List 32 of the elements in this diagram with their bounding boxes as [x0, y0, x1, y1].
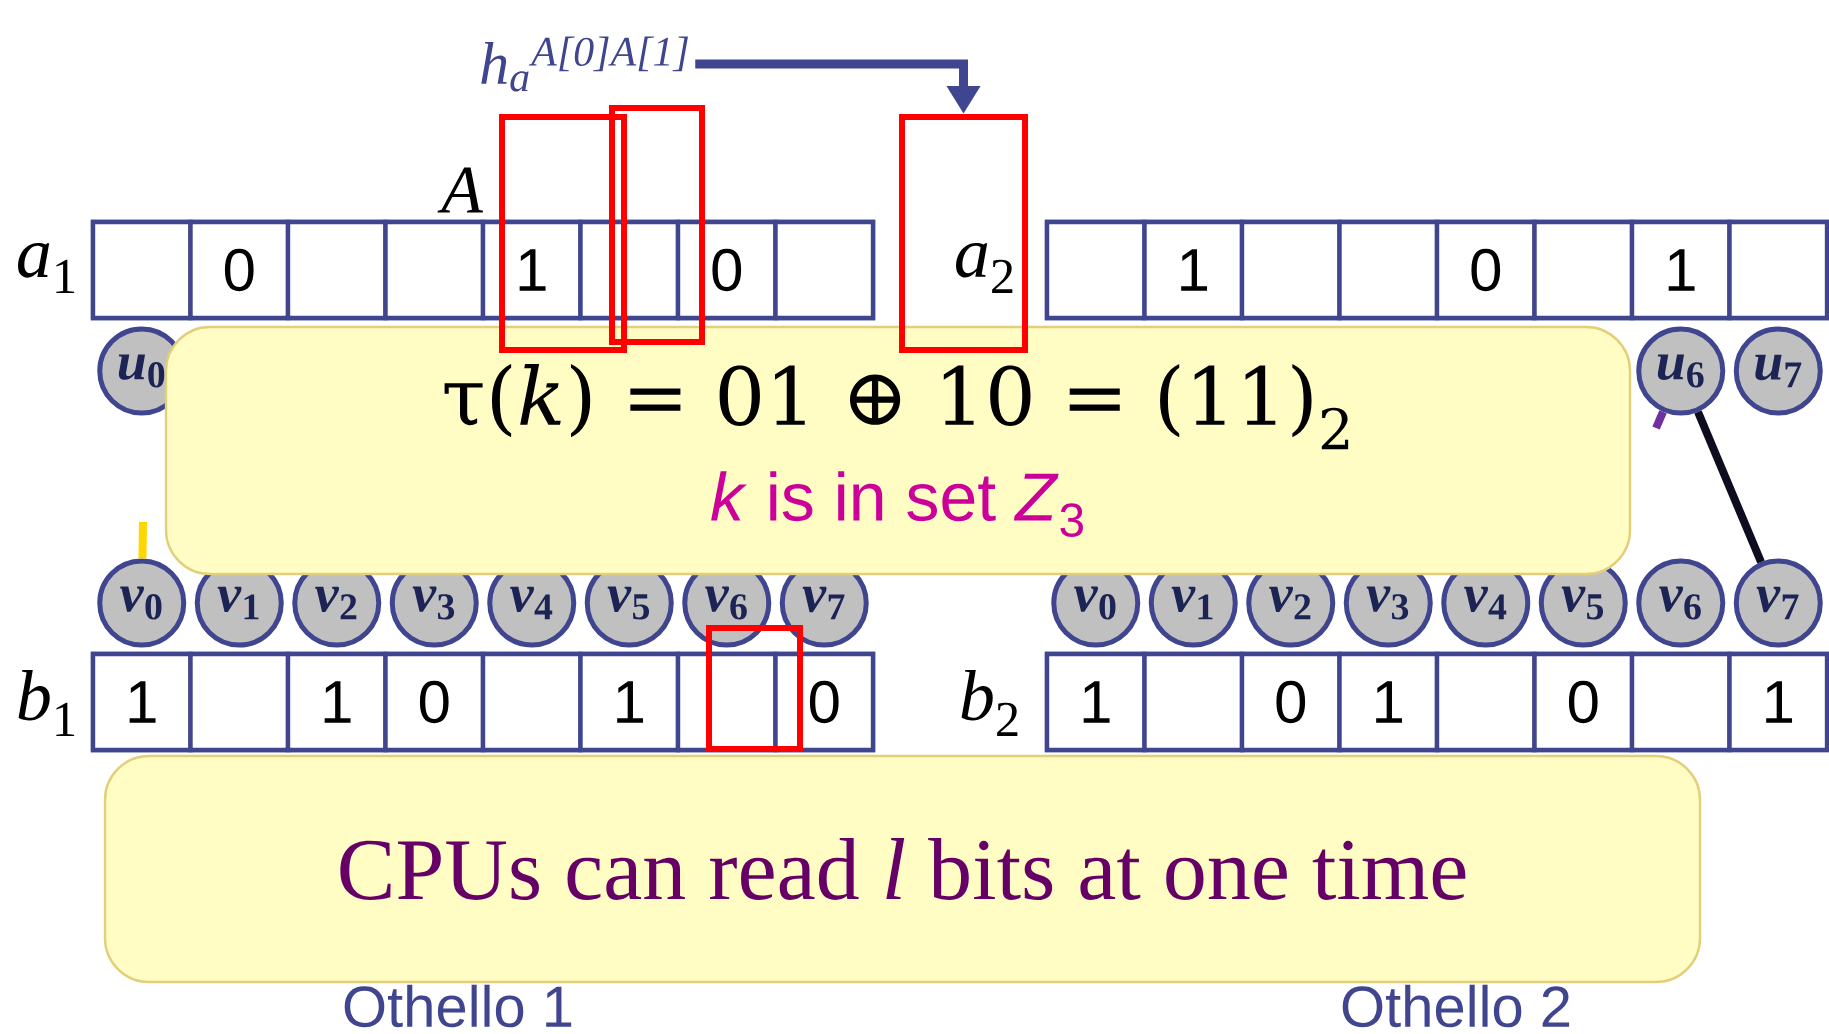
highlight-box [499, 114, 627, 353]
array-cell: 1 [1044, 651, 1147, 753]
connector-line [1694, 410, 1765, 564]
array-cell: 0 [1532, 651, 1635, 753]
array-cell: 0 [383, 651, 486, 753]
array-cell: 1 [1629, 219, 1732, 321]
array-cell: 1 [90, 651, 193, 753]
array-cell: 1 [285, 651, 388, 753]
array-cell: 0 [188, 219, 291, 321]
array-label: a$_{1}$ [18, 243, 75, 293]
formula-label: h$_{a}$A[0]A[1] [481, 36, 688, 92]
array-cell: 1 [578, 651, 681, 753]
array-cell: 0 [675, 219, 778, 321]
array-cell: 1 [1727, 651, 1829, 753]
array-label: a$_{2}$ [956, 242, 1013, 294]
highlight-box [899, 114, 1028, 353]
variable-label: A [437, 167, 483, 213]
array-cell [773, 219, 876, 321]
highlight-box [609, 105, 705, 345]
array-cell: 1 [1337, 651, 1440, 753]
array-label: b$_{1}$ [18, 670, 75, 737]
array-cell: 0 [1239, 651, 1342, 753]
array-label: b$_{2}$ [961, 669, 1018, 737]
array-cell: 0 [1434, 219, 1537, 321]
callout-box: τ(k) = 01 ⊕ 10 = (11)$_{2}$ k is in set Z$_{3}$ [164, 325, 1632, 576]
highlight-box [706, 625, 803, 752]
array-cell: 1 [1142, 219, 1245, 321]
array-cell: 0 [773, 651, 876, 753]
array-cell [1727, 219, 1829, 321]
array-cell: 1 [480, 219, 583, 321]
callout-box: CPUs can read l bits at one time [103, 754, 1702, 984]
connector-line [1652, 410, 1667, 430]
